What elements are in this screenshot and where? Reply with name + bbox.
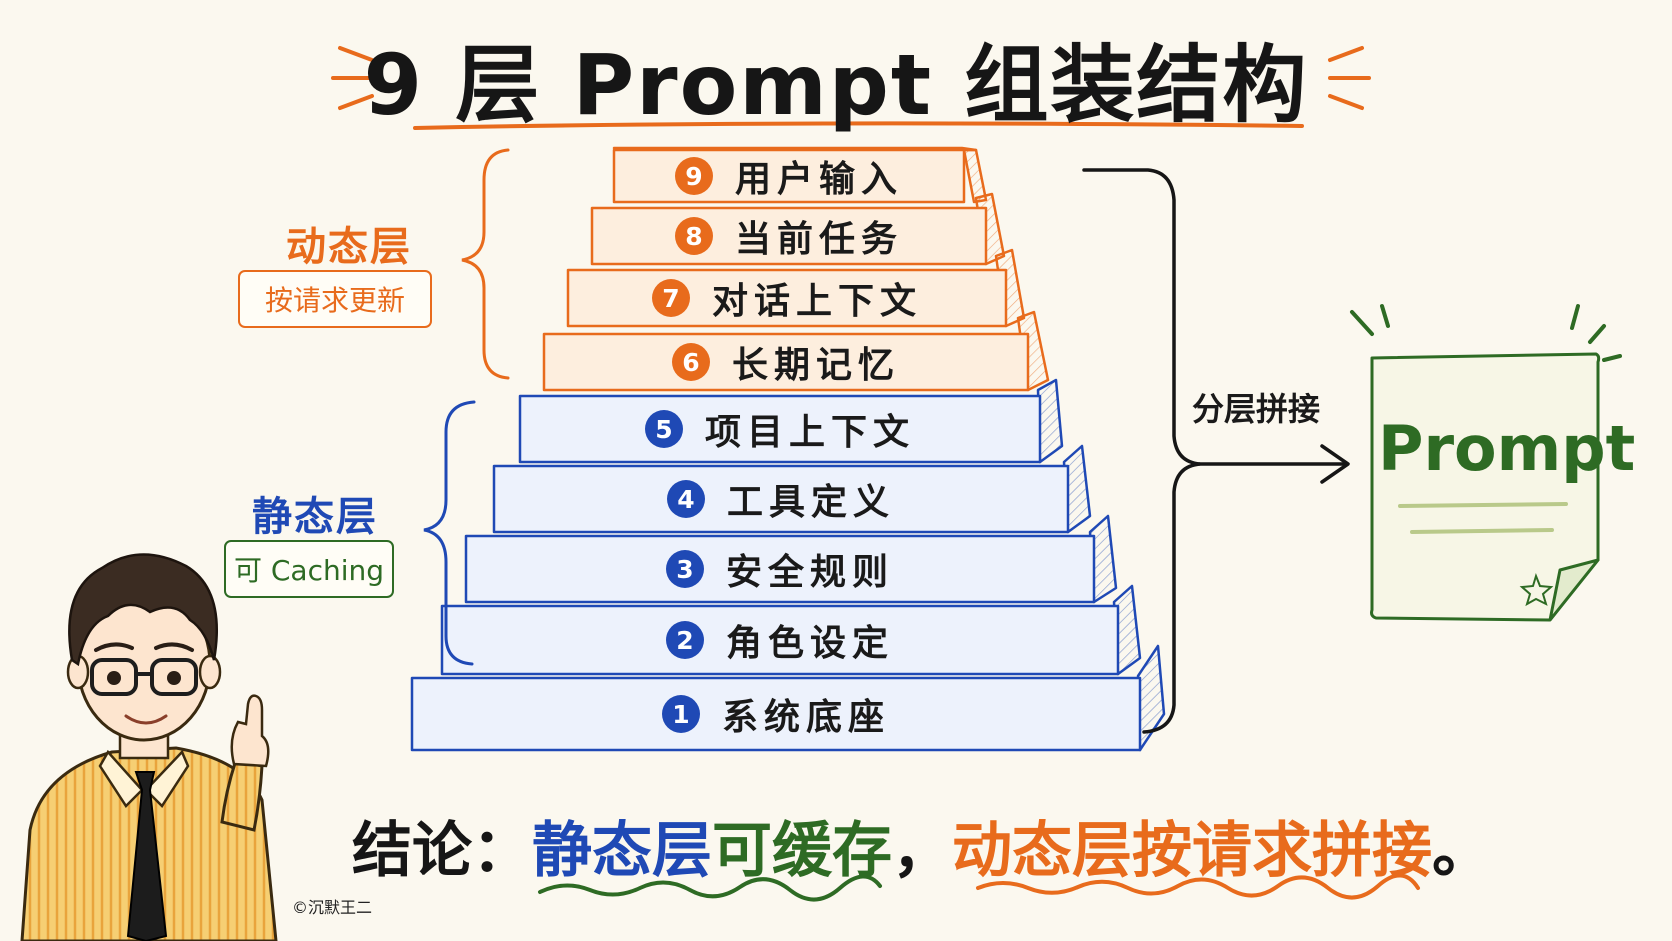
layer-4-label: 4 工具定义 <box>494 473 1068 525</box>
layer-8-text: 当前任务 <box>734 219 903 260</box>
underline-static <box>538 874 882 902</box>
title-spark-right <box>1328 46 1371 110</box>
layer-8-number: 8 <box>674 217 713 255</box>
pyramid <box>410 146 1166 752</box>
dynamic-group-title: 动态层 <box>286 224 412 270</box>
document-spark <box>1350 304 1622 362</box>
layer-8-label: 8 当前任务 <box>592 210 986 262</box>
layer-6-number: 6 <box>671 343 710 381</box>
layer-4-number: 4 <box>666 480 705 518</box>
layer-8-face <box>590 206 988 266</box>
layer-6-face <box>542 332 1030 392</box>
layer-7-label: 7 对话上下文 <box>568 272 1006 324</box>
title-spark-left <box>331 46 374 110</box>
conclusion-dynamic: 动态层按请求拼接 <box>952 816 1432 886</box>
layer-2-label: 2 角色设定 <box>442 614 1118 666</box>
star-icon <box>1519 572 1554 607</box>
layer-9-text: 用户输入 <box>734 159 903 200</box>
layer-4-text: 工具定义 <box>726 482 895 523</box>
layer-1-side <box>1136 644 1166 752</box>
layer-3-number: 3 <box>665 550 704 588</box>
layer-9-face <box>612 148 966 204</box>
static-group-title: 静态层 <box>252 494 378 540</box>
arrow-head-icon <box>1320 444 1350 484</box>
static-brace <box>423 400 476 666</box>
layer-1-label: 1 系统底座 <box>412 688 1140 740</box>
layer-4-face <box>492 464 1070 534</box>
static-group-tag: 可 Caching <box>224 540 394 598</box>
layer-1-face <box>410 676 1142 752</box>
output-prompt-label: Prompt <box>1378 412 1636 485</box>
layer-1-text: 系统底座 <box>721 697 890 738</box>
layer-5-label: 5 项目上下文 <box>520 403 1040 455</box>
conclusion-comma: ， <box>892 816 952 886</box>
underline-dynamic <box>976 873 1420 900</box>
layer-6-label: 6 长期记忆 <box>544 336 1028 388</box>
layer-2-text: 角色设定 <box>725 623 894 664</box>
dynamic-brace <box>461 148 510 380</box>
dynamic-group-tag: 按请求更新 <box>238 270 432 328</box>
layer-2-face <box>440 604 1120 676</box>
page-title: 9 层 Prompt 组装结构 <box>363 36 1309 134</box>
conclusion-prefix: 结论： <box>352 816 532 886</box>
merge-label: 分层拼接 <box>1192 390 1321 428</box>
layer-9-number: 9 <box>674 157 713 195</box>
prompt-document <box>1370 352 1601 622</box>
layer-5-text: 项目上下文 <box>704 412 915 453</box>
layer-5-number: 5 <box>644 410 683 448</box>
layer-9-side <box>962 148 988 204</box>
layer-3-text: 安全规则 <box>725 552 894 593</box>
layer-5-side <box>1036 378 1064 464</box>
presenter-avatar <box>20 553 278 941</box>
layer-9-label: 9 用户输入 <box>614 150 964 202</box>
layer-5-face <box>518 394 1042 464</box>
layer-3-label: 3 安全规则 <box>466 543 1094 595</box>
layer-7-number: 7 <box>651 279 690 317</box>
layer-3-face <box>464 534 1096 604</box>
conclusion-cacheable: 可缓存 <box>712 816 892 886</box>
conclusion-end: 。 <box>1432 816 1492 886</box>
title-underline <box>413 121 1304 130</box>
conclusion-static: 静态层 <box>532 816 712 886</box>
layer-6-text: 长期记忆 <box>731 345 900 386</box>
layer-1-number: 1 <box>661 695 700 733</box>
layer-7-text: 对话上下文 <box>711 281 922 322</box>
conclusion: 结论：静态层可缓存，动态层按请求拼接。 <box>352 802 1492 889</box>
layer-7-face <box>566 268 1008 328</box>
layer-2-number: 2 <box>665 621 704 659</box>
copyright: ©沉默王二 <box>292 898 373 917</box>
